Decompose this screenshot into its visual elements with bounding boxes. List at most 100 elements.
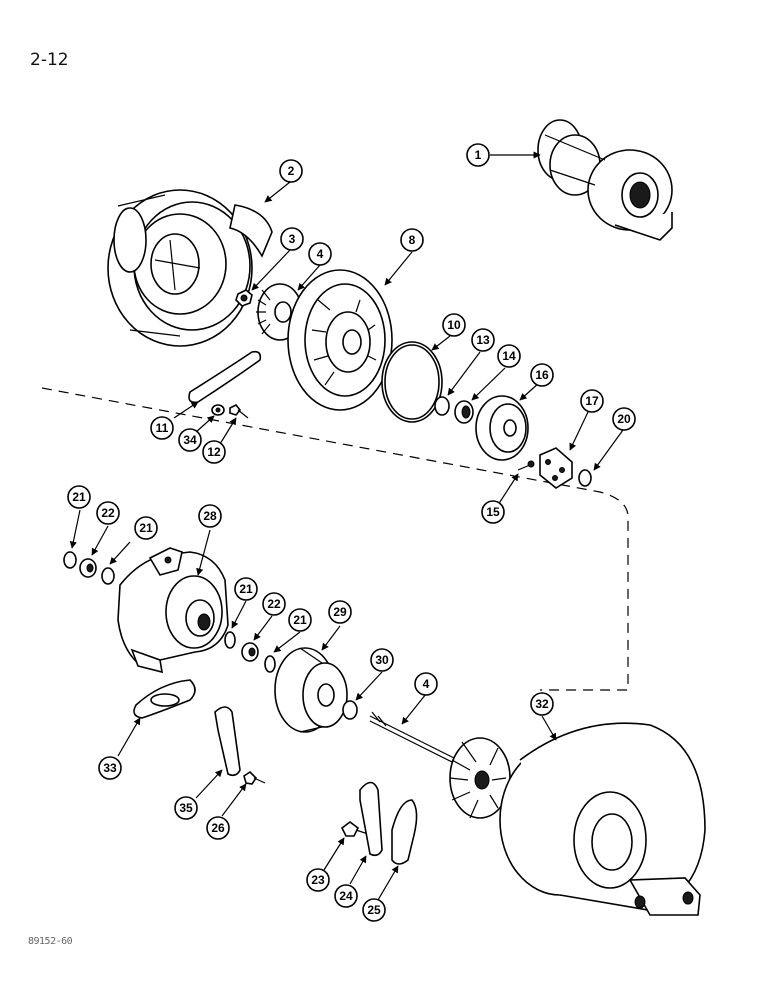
callout-29: 29 — [328, 600, 352, 624]
callout-number: 34 — [183, 433, 197, 447]
bearing-icon — [79, 558, 97, 578]
callout-35: 35 — [174, 796, 198, 820]
callout-12: 12 — [202, 440, 226, 464]
callout-25: 25 — [362, 898, 386, 922]
callout-number: 16 — [535, 368, 549, 382]
callout-21: 21 — [134, 516, 158, 540]
callout-number: 20 — [617, 412, 631, 426]
callout-28: 28 — [198, 504, 222, 528]
callout-number: 8 — [409, 233, 416, 247]
snap-ring-icon — [63, 551, 77, 569]
callout-number: 26 — [211, 821, 225, 835]
callout-26: 26 — [206, 816, 230, 840]
callout-number: 21 — [72, 490, 86, 504]
callout-number: 10 — [447, 318, 461, 332]
callout-number: 3 — [289, 232, 296, 246]
snap-ring-icon — [224, 631, 236, 649]
callout-30: 30 — [370, 648, 394, 672]
seal-insert-icon — [475, 395, 529, 461]
clamp-plate-icon — [391, 799, 418, 865]
thrust-sleeve-icon — [454, 400, 474, 424]
callout-33: 33 — [98, 756, 122, 780]
snap-ring-icon — [101, 567, 115, 585]
center-housing-icon — [117, 547, 229, 674]
callout-number: 15 — [486, 505, 500, 519]
callout-22: 22 — [96, 501, 120, 525]
callout-number: 30 — [375, 653, 389, 667]
callout-10: 10 — [442, 313, 466, 337]
turbine-wheel-shaft-icon — [369, 711, 511, 819]
callout-4: 4 — [308, 242, 332, 266]
callout-number: 23 — [311, 873, 325, 887]
callout-21: 21 — [67, 485, 91, 509]
callout-number: 21 — [293, 613, 307, 627]
callout-21: 21 — [234, 577, 258, 601]
washer-icon — [211, 404, 225, 416]
bolt-icon — [340, 821, 369, 837]
callout-number: 22 — [101, 506, 115, 520]
callout-number: 1 — [475, 148, 482, 162]
callout-22: 22 — [262, 592, 286, 616]
callout-1: 1 — [466, 143, 490, 167]
leader-lines — [69, 151, 624, 901]
callout-3: 3 — [280, 227, 304, 251]
bolt-icon — [229, 403, 249, 419]
seal-ring-icon — [434, 396, 450, 416]
callout-14: 14 — [497, 344, 521, 368]
callout-number: 29 — [333, 605, 347, 619]
callout-number: 28 — [203, 509, 217, 523]
callout-number: 21 — [239, 582, 253, 596]
callout-15: 15 — [481, 500, 505, 524]
callout-number: 13 — [476, 333, 490, 347]
callout-8: 8 — [400, 228, 424, 252]
callout-number: 17 — [585, 394, 599, 408]
page-number: 2-12 — [30, 50, 69, 70]
callout-20: 20 — [612, 407, 636, 431]
nut-icon — [235, 289, 253, 307]
compressor-housing-icon — [107, 189, 273, 347]
callout-number: 22 — [267, 597, 281, 611]
callout-13: 13 — [471, 328, 495, 352]
callout-21: 21 — [288, 608, 312, 632]
callout-17: 17 — [580, 389, 604, 413]
callout-number: 12 — [207, 445, 221, 459]
callout-34: 34 — [178, 428, 202, 452]
gasket-icon — [133, 679, 196, 719]
callout-number: 33 — [103, 761, 117, 775]
callout-labels: 1234810131416172011341215212221282122212… — [67, 143, 636, 922]
turbo-assembly-icon — [537, 119, 673, 241]
callout-number: 4 — [423, 677, 430, 691]
lock-plate-icon — [188, 350, 262, 404]
callout-number: 25 — [367, 903, 381, 917]
callout-24: 24 — [334, 884, 358, 908]
callout-number: 2 — [288, 164, 295, 178]
callout-11: 11 — [150, 416, 174, 440]
thrust-collar-icon — [578, 469, 592, 487]
clamp-plate-icon — [359, 781, 383, 857]
callout-number: 21 — [139, 521, 153, 535]
assembly-dashed-line — [41, 387, 629, 691]
piston-ring-icon — [342, 700, 358, 720]
bolt-icon — [243, 770, 266, 785]
callout-number: 4 — [317, 247, 324, 261]
callout-number: 24 — [339, 889, 353, 903]
callout-23: 23 — [306, 868, 330, 892]
callout-number: 14 — [502, 349, 516, 363]
callout-number: 32 — [535, 697, 549, 711]
lock-plate-icon — [214, 706, 241, 777]
screw-icon — [517, 460, 535, 471]
callout-32: 32 — [530, 692, 554, 716]
callout-number: 35 — [179, 801, 193, 815]
heat-shield-icon — [274, 647, 348, 733]
callout-number: 11 — [156, 421, 169, 435]
callout-4: 4 — [414, 672, 438, 696]
backplate-icon — [287, 269, 393, 411]
bearing-icon — [241, 642, 259, 662]
snap-ring-icon — [264, 655, 276, 673]
figure-code: 89152-60 — [28, 936, 73, 947]
callout-2: 2 — [279, 159, 303, 183]
turbine-housing-icon — [499, 722, 706, 916]
callout-16: 16 — [530, 363, 554, 387]
thrust-bearing-icon — [539, 447, 573, 489]
